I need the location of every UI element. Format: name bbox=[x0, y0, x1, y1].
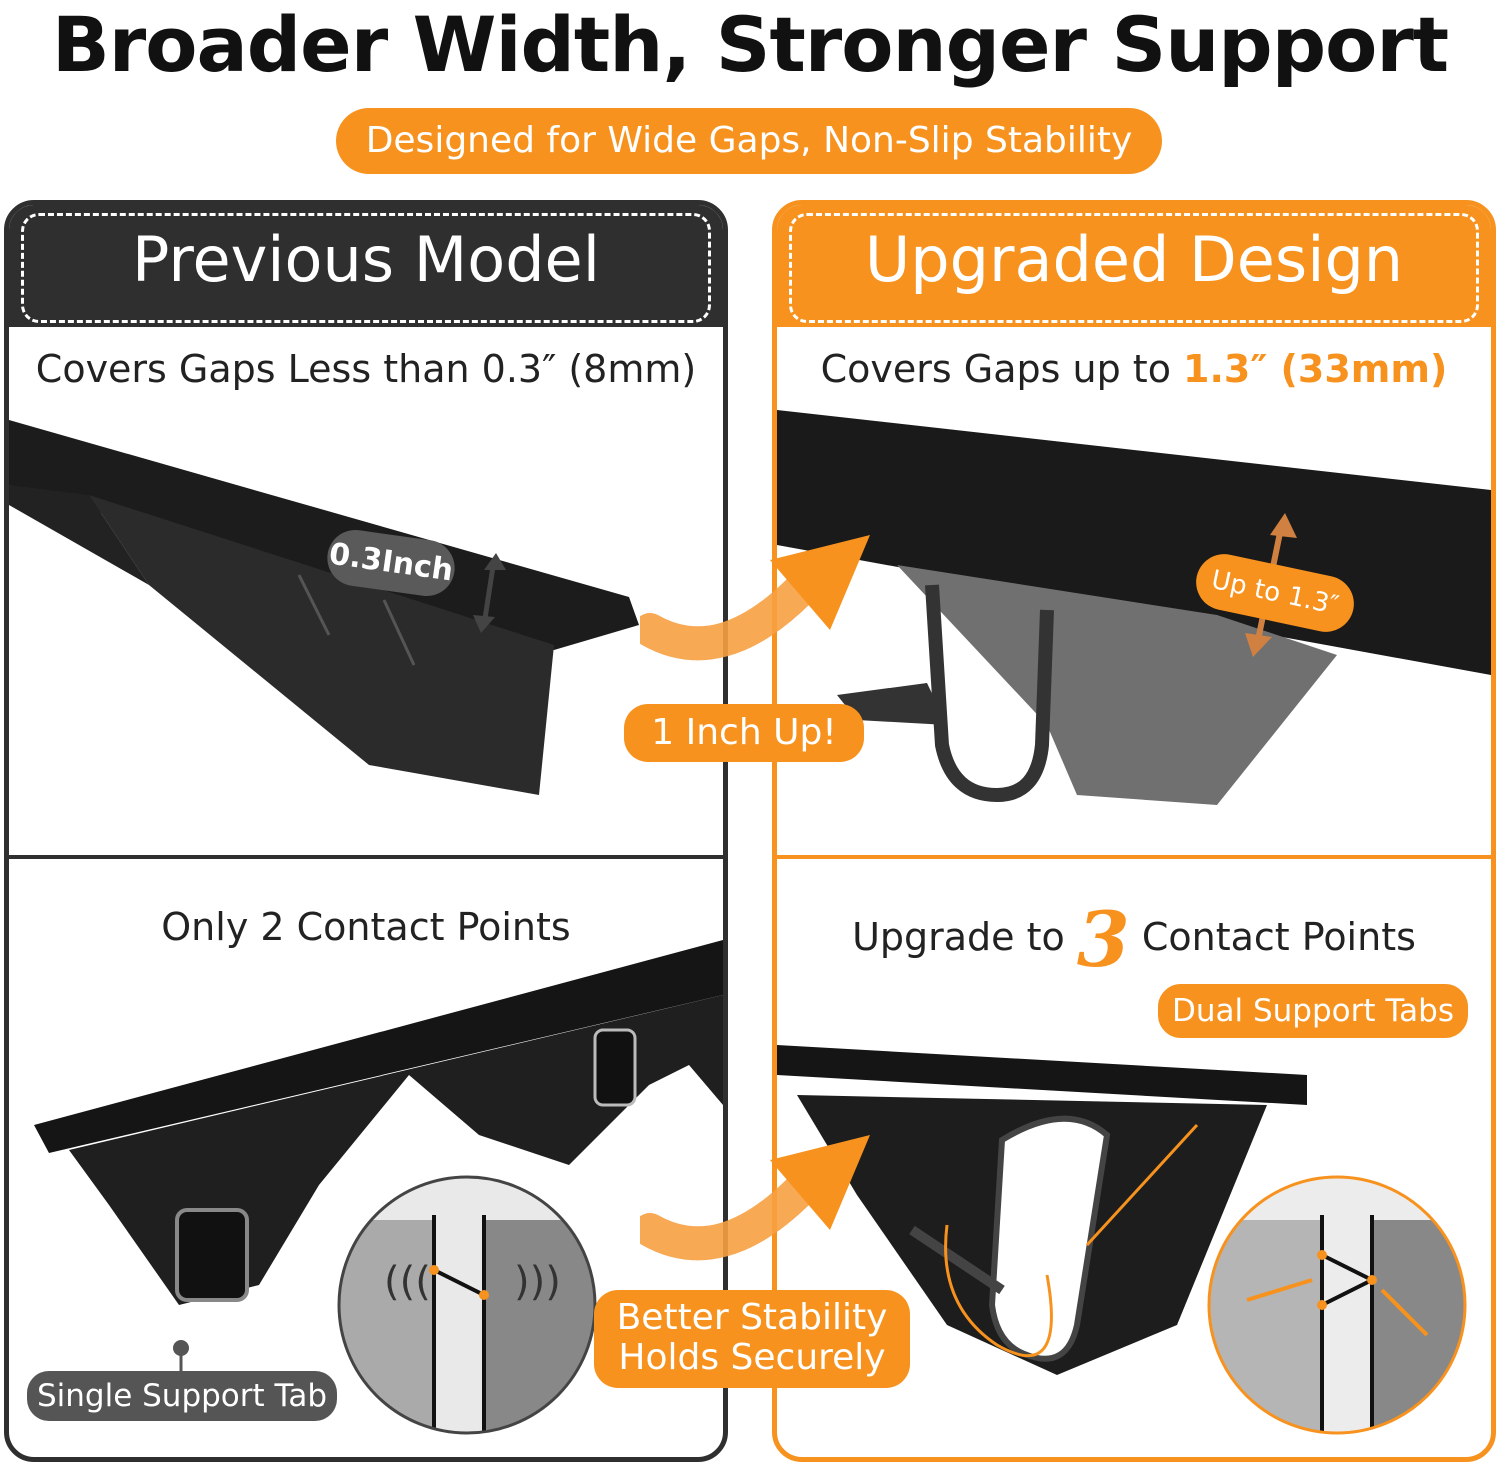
previous-strip-fin bbox=[89, 495, 554, 795]
previous-strip-top bbox=[9, 420, 639, 650]
page-title: Broader Width, Stronger Support bbox=[51, 0, 1449, 89]
upgraded-contact-caption: Upgrade to 3 Contact Points bbox=[852, 895, 1416, 984]
upgraded-design-heading: Upgraded Design bbox=[864, 223, 1404, 296]
svg-text:))): ))) bbox=[514, 1259, 561, 1305]
svg-text:(((: ((( bbox=[384, 1259, 431, 1305]
previous-model-panel: Previous Model Covers Gaps Less than 0.3… bbox=[4, 200, 728, 1462]
previous-strip-bottom bbox=[34, 940, 723, 1153]
upgraded-strip-bottom bbox=[777, 1045, 1307, 1105]
previous-measure-arrow bbox=[481, 559, 497, 626]
previous-model-heading: Previous Model bbox=[132, 223, 600, 296]
upgraded-gap-value: 1.3″ (33mm) bbox=[1183, 347, 1448, 391]
upgraded-gap-caption: Covers Gaps up to 1.3″ (33mm) bbox=[820, 347, 1448, 391]
stability-arrow-icon bbox=[640, 1135, 870, 1261]
previous-gap-caption: Covers Gaps Less than 0.3″ (8mm) bbox=[35, 347, 697, 391]
stability-badge: Better Stability Holds Securely bbox=[594, 1290, 910, 1388]
contact-count-number: 3 bbox=[1076, 895, 1130, 984]
single-support-tab-label: Single Support Tab bbox=[27, 1371, 337, 1421]
previous-contact-detail: ((( ))) bbox=[339, 1177, 595, 1433]
inch-up-badge: 1 Inch Up! bbox=[624, 704, 864, 762]
dual-support-tabs-label: Dual Support Tabs bbox=[1155, 981, 1471, 1041]
subtitle-badge: Designed for Wide Gaps, Non-Slip Stabili… bbox=[336, 108, 1162, 174]
upgraded-design-panel: Upgraded Design Covers Gaps up to 1.3″ (… bbox=[772, 200, 1496, 1462]
upgraded-design-header: Upgraded Design bbox=[777, 205, 1491, 327]
upgraded-product-illustrations bbox=[777, 410, 1491, 1435]
previous-contact-caption: Only 2 Contact Points bbox=[161, 905, 571, 949]
previous-model-header: Previous Model bbox=[9, 205, 723, 327]
previous-product-illustrations: ((( ))) bbox=[9, 420, 723, 1435]
upgrade-arrow-icon bbox=[640, 535, 870, 661]
upgraded-contact-detail bbox=[1209, 1177, 1465, 1433]
